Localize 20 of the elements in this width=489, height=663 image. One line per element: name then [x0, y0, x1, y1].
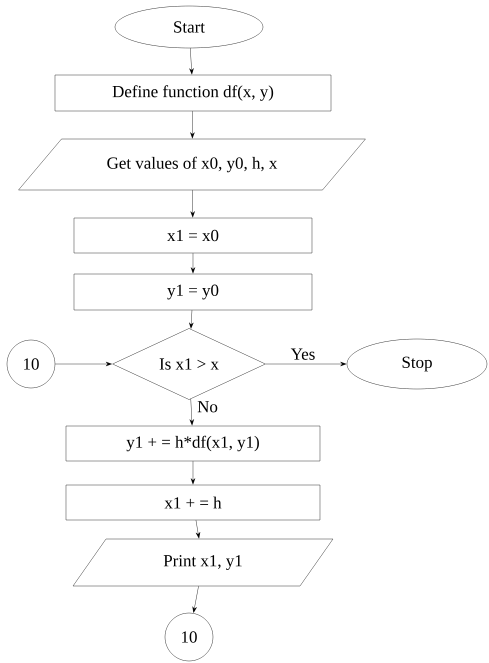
arrow: [190, 398, 194, 426]
edge-label: Yes: [288, 346, 318, 362]
arrow: [55, 362, 112, 366]
input-output-parallelogram: Print x1, y1: [72, 538, 334, 586]
arrow: [190, 253, 196, 274]
process-box: x1 + = h: [66, 484, 320, 520]
arrow: [266, 362, 346, 366]
edge-label: No: [195, 399, 220, 414]
process-box: x1 = x0: [74, 218, 312, 254]
arrow: [192, 586, 199, 613]
process-box: y1 = y0: [74, 274, 312, 310]
arrow: [189, 310, 194, 329]
arrow: [190, 461, 196, 484]
input-output-parallelogram: Get values of x0, y0, h, x: [18, 138, 366, 190]
arrow: [190, 190, 195, 218]
arrow: [196, 520, 200, 538]
arrow: [189, 48, 194, 74]
process-box: y1 + = h*df(x1, y1): [66, 426, 320, 462]
process-box: Define function df(x, y): [54, 74, 332, 112]
arrow: [190, 111, 195, 138]
